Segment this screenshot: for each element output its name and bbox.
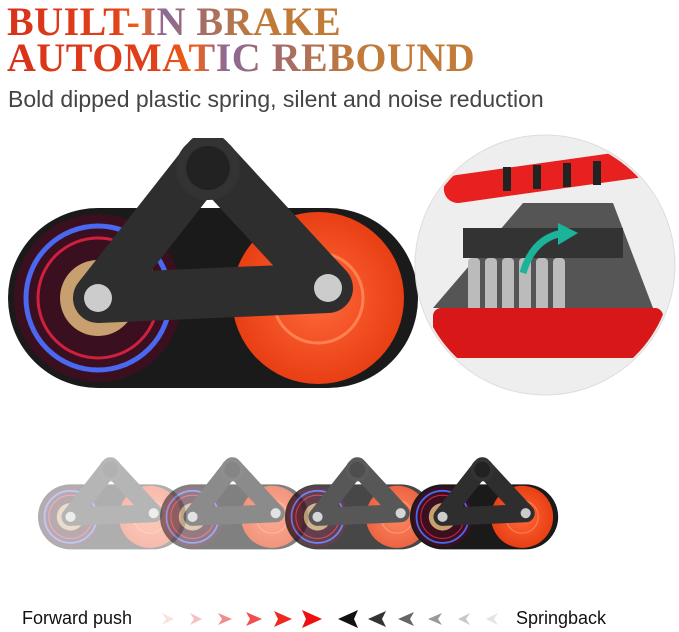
direction-arrows bbox=[162, 610, 498, 628]
forward-push-label: Forward push bbox=[22, 608, 133, 628]
springback-label: Springback bbox=[516, 608, 607, 628]
motion-sequence-4 bbox=[410, 440, 560, 572]
headline-line-2: AUTOMATIC REBOUND bbox=[7, 35, 476, 80]
springback-arrow-icon bbox=[338, 610, 498, 628]
spring-detail-image bbox=[414, 134, 676, 396]
main-roller-image bbox=[8, 138, 423, 398]
forward-arrow-icon bbox=[162, 610, 322, 628]
subtitle: Bold dipped plastic spring, silent and n… bbox=[8, 86, 544, 112]
headline-line-1: BUILT-IN BRAKE bbox=[7, 0, 342, 44]
